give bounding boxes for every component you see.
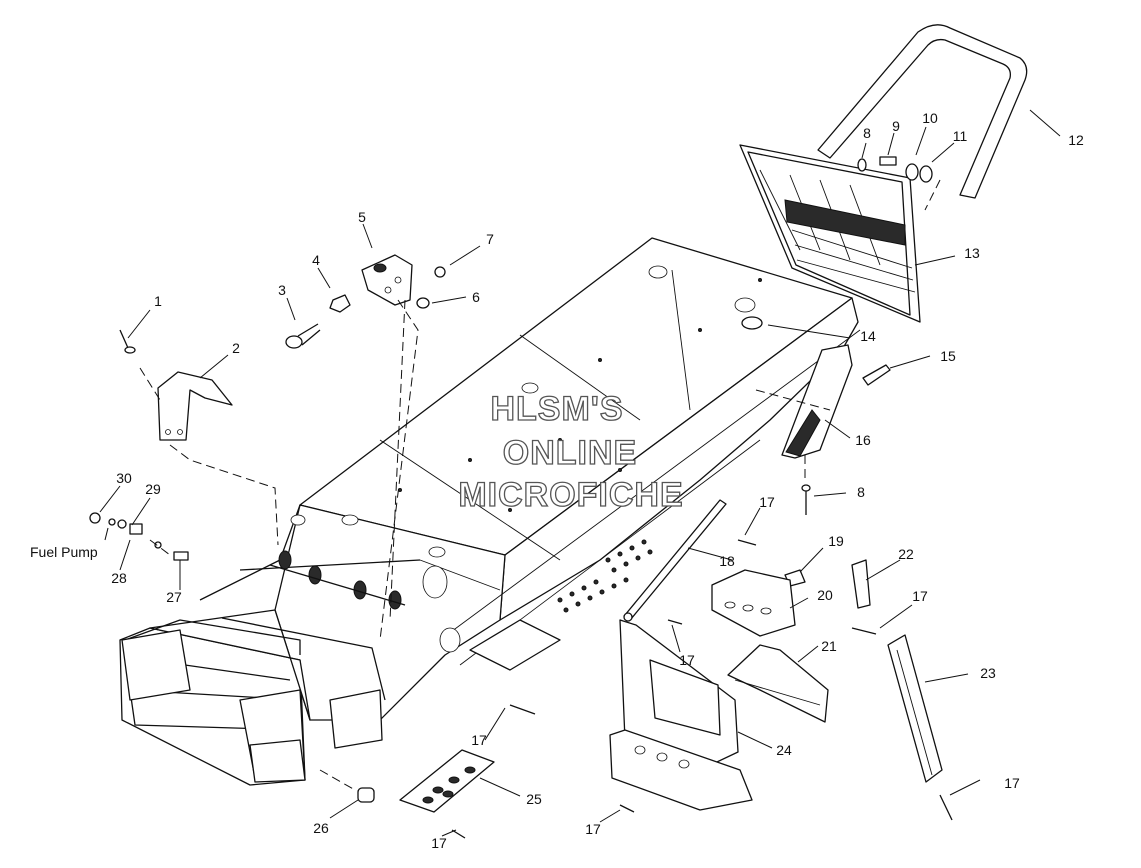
callout-29: 29 [145,481,161,497]
callout-14: 14 [860,328,876,344]
callout-17-b: 17 [679,652,695,668]
screw-6 [416,297,430,309]
callout-21: 21 [821,638,837,654]
watermark: HLSM'S ONLINE MICROFICHE [458,389,684,514]
nut-4 [329,294,351,313]
callout-22: 22 [898,546,914,562]
fuel-pump-hardware [89,512,189,561]
bracket-15 [862,364,891,386]
callout-23: 23 [980,665,996,681]
callout-7: 7 [486,231,494,247]
watermark-line-2: ONLINE [503,434,637,472]
callout-17-a: 17 [759,494,775,510]
chassis-tunnel [119,237,861,786]
callout-1: 1 [154,293,162,309]
bracket-20 [711,569,796,637]
callout-8-lower: 8 [857,484,865,500]
callout-17-d: 17 [1004,775,1020,791]
rear-bumper-12 [817,24,1028,199]
side-panel-23 [887,634,943,783]
callout-numbers: 1 2 3 4 5 6 7 8 8 9 10 11 12 13 14 15 16… [30,110,1084,851]
tunnel-rivets [398,278,762,613]
running-board-16 [781,344,853,459]
callout-17-g: 17 [585,821,601,837]
callout-17-c: 17 [912,588,928,604]
callout-10: 10 [922,110,938,126]
callout-9: 9 [892,118,900,134]
callout-24: 24 [776,742,792,758]
bracket-2 [157,371,233,441]
callout-3: 3 [278,282,286,298]
fuel-pump-label: Fuel Pump [30,544,98,560]
callout-11: 11 [953,128,968,144]
bolt-3 [285,323,321,349]
strap-22 [851,559,871,609]
fasteners-17 [451,539,953,839]
callout-20: 20 [817,587,833,603]
callout-26: 26 [313,820,329,836]
bracket-21 [727,644,829,723]
flap-hardware [857,156,933,183]
callout-17-e: 17 [471,732,487,748]
callout-6: 6 [472,289,480,305]
watermark-line-1: HLSM'S [490,390,623,428]
bolt-1 [119,329,136,354]
callout-25: 25 [526,791,542,807]
rivet-14 [741,316,763,330]
callout-15: 15 [940,348,956,364]
assembly-lines [139,179,941,791]
pin-8-lower [801,484,811,515]
watermark-line-3: MICROFICHE [458,476,683,514]
callout-2: 2 [232,340,240,356]
leader-lines [99,109,1061,837]
plug-26 [357,787,375,803]
screw-7 [434,266,446,278]
callout-30: 30 [116,470,132,486]
callout-27: 27 [166,589,182,605]
callout-8-upper: 8 [863,125,871,141]
callout-4: 4 [312,252,320,268]
mount-plate-5 [361,254,413,306]
callout-16: 16 [855,432,871,448]
callout-18: 18 [719,553,735,569]
callout-12: 12 [1068,132,1084,148]
callout-17-f: 17 [431,835,447,851]
callout-19: 19 [828,533,844,549]
callout-13: 13 [964,245,980,261]
callout-5: 5 [358,209,366,225]
front-side-panel-24 [609,619,753,811]
callout-28: 28 [111,570,127,586]
skid-plate-25 [399,749,495,813]
rod-18 [623,499,727,622]
snow-flap-13 [739,144,921,323]
